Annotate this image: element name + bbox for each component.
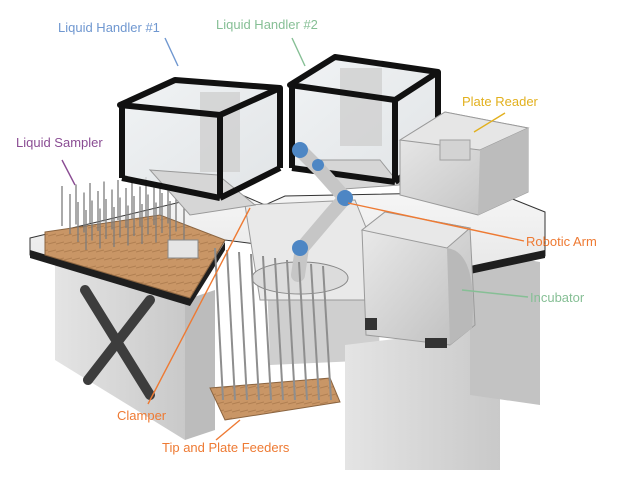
x-logo: [80, 285, 155, 400]
feeder-rod: [238, 251, 248, 401]
label-incubator: Incubator: [530, 290, 585, 305]
feeder-rod: [226, 249, 236, 401]
sampler-block: [167, 239, 199, 259]
label-liquid-sampler: Liquid Sampler: [16, 135, 103, 150]
label-liquid-handler-1: Liquid Handler #1: [58, 20, 160, 35]
label-liquid-handler-2: Liquid Handler #2: [216, 17, 318, 32]
tip-and-plate-feeders: [209, 247, 341, 421]
left-cabinet: [55, 250, 215, 440]
plate-reader: [398, 111, 530, 216]
pointer-incubator: [461, 289, 529, 298]
label-tip-and-plate-feeders: Tip and Plate Feeders: [162, 440, 290, 455]
pointer-tip-and-plate-feeders: [215, 419, 241, 441]
feeder-rod: [214, 247, 224, 401]
pointer-clamper: [147, 207, 251, 405]
feeder-rod: [286, 259, 296, 401]
leader-lines: [61, 37, 529, 441]
liquid-sampler: [44, 175, 226, 299]
pointer-liquid-sampler: [61, 159, 76, 186]
label-robotic-arm: Robotic Arm: [526, 234, 597, 249]
pointer-liquid-handler-1: [164, 37, 179, 67]
feeder-rod: [250, 253, 260, 401]
incubator: [360, 211, 476, 348]
feeder-rod: [310, 263, 320, 401]
label-plate-reader: Plate Reader: [462, 94, 538, 109]
liquid-handler-1: [117, 77, 283, 216]
feeder-rod: [322, 265, 332, 401]
pointer-plate-reader: [473, 112, 506, 133]
feeder-rod: [298, 261, 308, 401]
right-cabinet: [345, 250, 540, 470]
label-clamper: Clamper: [117, 408, 167, 423]
feeder-rod: [274, 257, 284, 401]
feeder-rod: [262, 255, 272, 401]
pointer-robotic-arm: [347, 202, 525, 242]
pointer-liquid-handler-2: [291, 37, 306, 67]
